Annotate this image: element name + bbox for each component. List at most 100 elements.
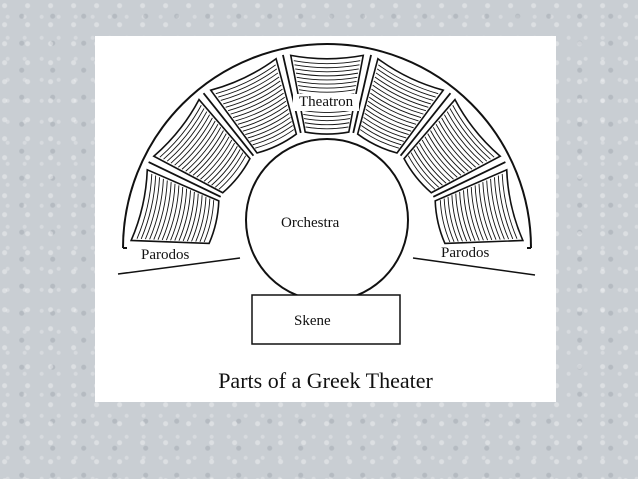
seat-row — [490, 178, 505, 240]
seat-row — [373, 80, 429, 108]
seat-row — [189, 130, 224, 174]
seat-row — [439, 200, 451, 243]
seating-section — [434, 168, 525, 245]
aisle-line — [202, 92, 255, 157]
seat-row — [195, 196, 207, 242]
skene-label: Skene — [294, 313, 331, 329]
seat-row — [441, 117, 480, 166]
seat-row — [203, 142, 235, 182]
seat-row — [303, 118, 351, 122]
seat-row — [359, 129, 400, 149]
seat-row — [446, 111, 488, 162]
seat-row — [297, 80, 357, 85]
seat-row — [486, 180, 501, 240]
seat-row — [235, 96, 285, 122]
seat-row — [452, 105, 495, 158]
seat-row — [296, 76, 358, 81]
seat-row — [303, 114, 351, 117]
seat-row — [410, 152, 440, 188]
parodos-left-label: Parodos — [141, 247, 190, 263]
seat-row — [181, 123, 219, 170]
seat-row — [363, 117, 407, 139]
seat-row — [427, 133, 462, 176]
theatron-seating — [122, 43, 532, 249]
orchestra-label: Orchestra — [281, 215, 340, 231]
aisle-line — [282, 54, 302, 134]
aisle-line — [352, 54, 372, 134]
seat-row — [163, 108, 205, 160]
greek-theater-diagram — [117, 43, 536, 345]
seat-row — [294, 64, 360, 69]
seat-row — [191, 195, 203, 242]
seat-row — [470, 187, 484, 241]
seat-row — [170, 187, 184, 241]
seat-row — [430, 130, 465, 174]
seat-row — [295, 68, 359, 73]
seat-row — [447, 196, 459, 242]
outer-wall — [122, 43, 532, 249]
seat-row — [220, 72, 279, 101]
aisle-line — [399, 92, 452, 157]
seat-row — [203, 200, 215, 243]
skene-rect — [251, 294, 401, 345]
seat-row — [140, 175, 157, 240]
seat-row — [455, 193, 468, 242]
seat-row — [174, 188, 188, 241]
seat-row — [232, 92, 284, 118]
seat-row — [438, 120, 476, 168]
seat-row — [215, 64, 276, 95]
seat-row — [424, 136, 458, 178]
seat-row — [247, 117, 291, 139]
seat-row — [374, 76, 431, 105]
seat-row — [478, 183, 493, 241]
seat-row — [225, 80, 281, 108]
seat-row — [365, 108, 412, 132]
seat-row — [459, 191, 472, 242]
seat-row — [242, 108, 289, 132]
seat-row — [200, 139, 233, 180]
seat-row — [304, 122, 350, 126]
seat-row — [218, 155, 247, 190]
seat-row — [192, 133, 227, 176]
parodos-right-label: Parodos — [441, 245, 490, 261]
seat-row — [435, 123, 473, 170]
seat-row — [421, 139, 454, 180]
seat-row — [161, 183, 176, 241]
seat-row — [149, 178, 164, 240]
seat-row — [153, 180, 168, 240]
seat-row — [497, 175, 514, 240]
seat-row — [364, 113, 409, 136]
aisle-line — [148, 161, 222, 198]
seat-row — [295, 72, 359, 77]
seat-row — [298, 85, 356, 89]
aisle-line — [432, 161, 506, 198]
seat-row — [416, 146, 447, 184]
parodos-left-line — [117, 257, 241, 275]
seat-row — [413, 149, 443, 186]
seat-row — [207, 146, 238, 184]
seat-row — [474, 185, 489, 241]
seat-row — [157, 182, 172, 240]
seat-row — [432, 127, 469, 172]
seat-row — [362, 121, 404, 142]
seat-row — [196, 136, 230, 178]
seat-row — [165, 185, 180, 241]
seat-row — [174, 117, 213, 166]
seat-row — [463, 190, 476, 241]
seat-row — [136, 173, 153, 239]
seat-row — [252, 125, 293, 146]
seat-row — [298, 89, 356, 93]
seat-row — [145, 177, 160, 240]
seat-row — [371, 88, 424, 115]
seat-row — [366, 104, 414, 129]
seat-row — [305, 126, 349, 130]
seat-row — [361, 125, 402, 146]
seat-row — [211, 149, 241, 186]
theatron-label: Theatron — [293, 94, 360, 111]
seat-row — [178, 190, 191, 241]
seat-row — [227, 84, 282, 112]
seat-row — [245, 113, 290, 136]
seat-row — [159, 105, 202, 158]
seat-row — [376, 68, 436, 98]
seat-row — [449, 108, 491, 160]
